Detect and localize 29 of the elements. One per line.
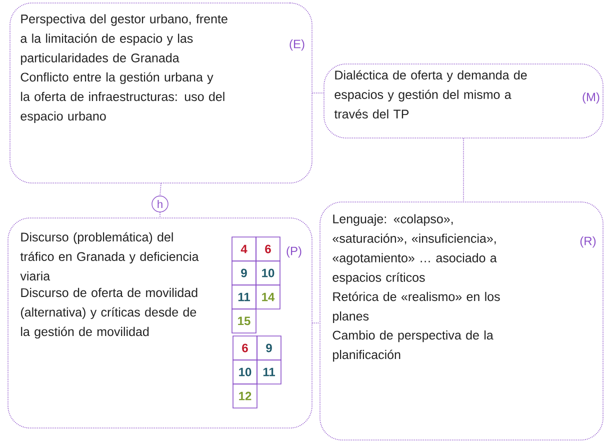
connector-line	[312, 92, 324, 94]
body-text: Cambio de perspectiva de la planificación	[332, 330, 494, 362]
body-text: Discurso de oferta de movilidad (alternativa) y críticas desde de la gestión de movilidad	[20, 288, 198, 339]
connector-line	[160, 182, 162, 196]
body-text: Retórica de «realismo» en los planes	[333, 292, 500, 324]
number-cell: 10	[256, 260, 280, 286]
section-tag: (E)	[290, 39, 304, 51]
circle-label: h	[152, 196, 168, 212]
number-cell: 11	[256, 360, 282, 384]
connector-line	[312, 322, 320, 324]
body-text: Dialéctica de oferta y demanda de espacios y gestión del mismo a través del TP	[334, 70, 527, 119]
number-cell: 14	[256, 284, 280, 310]
body-text: Conflicto entre la gestión urbana y la oferta de infraestructuras: uso del espacio urbano	[20, 72, 224, 124]
number-cell: 10	[232, 360, 258, 384]
number-cell: 4	[232, 236, 256, 262]
number-cell: 12	[232, 384, 258, 408]
body-text: Discurso (problemática) del tráfico en Granada y deficiencia viaria	[20, 232, 199, 281]
connector-line	[463, 138, 464, 202]
number-cell: 6	[232, 336, 258, 360]
number-cell: 9	[232, 260, 256, 286]
section-tag: (R)	[580, 236, 596, 248]
section-tag: (P)	[286, 246, 302, 258]
number-cell: 11	[232, 284, 256, 310]
section-tag: (M)	[582, 92, 600, 104]
number-cell: 15	[232, 308, 256, 334]
body-text: Perspectiva del gestor urbano, frente a la limitación de espacio y las particularidades de Granada	[20, 14, 228, 65]
body-text: Lenguaje: «colapso», «saturación», «insuficiencia», «agotamiento» … asociado a espacios críticos	[332, 214, 497, 284]
number-cell: 6	[256, 236, 280, 262]
number-cell: 9	[256, 336, 282, 360]
